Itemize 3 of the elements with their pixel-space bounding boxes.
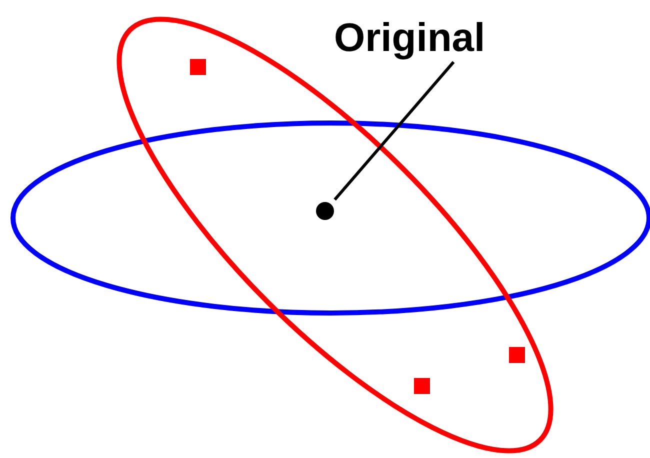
- leader-line: [334, 61, 455, 201]
- label-text: Original: [334, 18, 486, 58]
- center-dot: [316, 202, 334, 220]
